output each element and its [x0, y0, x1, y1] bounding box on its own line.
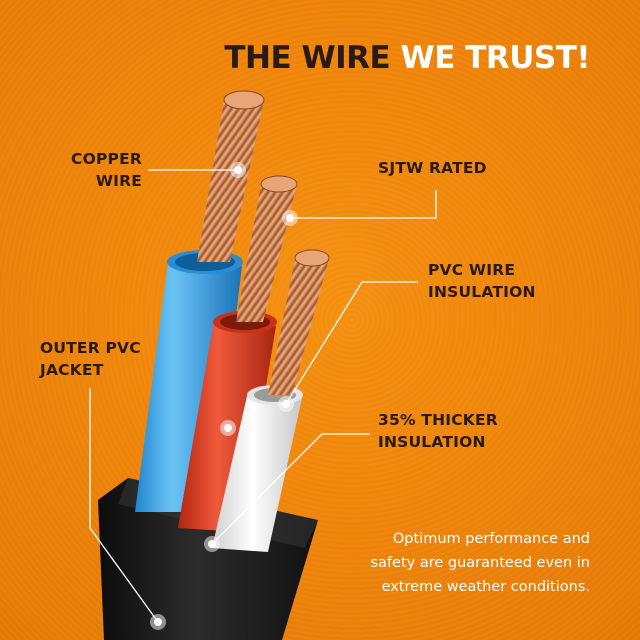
callout-pvc-wire-line2: INSULATION	[428, 283, 536, 301]
callout-pvc-wire-line1: PVC WIRE	[428, 261, 516, 279]
white-conductor	[212, 249, 330, 552]
leader-outer-jacket	[89, 388, 159, 623]
leader-sjtw	[290, 190, 437, 219]
callout-sjtw-rated: SJTW RATED	[378, 157, 487, 179]
callout-thicker-line1: 35% THICKER	[378, 411, 498, 429]
callout-copper-line1: COPPER	[71, 150, 142, 168]
callout-sjtw-line1: SJTW RATED	[378, 159, 487, 177]
performance-note: Optimum performance and safety are guara…	[330, 527, 591, 599]
callout-copper-line2: WIRE	[95, 172, 142, 190]
headline-part-dark: THE WIRE	[224, 40, 391, 76]
callout-copper-wire: COPPER WIRE	[71, 148, 142, 192]
leader-pvc-wire	[285, 281, 418, 405]
callout-pvc-wire-insulation: PVC WIRE INSULATION	[428, 259, 536, 303]
headline-part-accent: WE TRUST!	[400, 40, 591, 76]
leader-thicker	[211, 433, 370, 545]
marker-dots	[150, 162, 298, 630]
callout-thicker-insulation: 35% THICKER INSULATION	[378, 409, 498, 453]
callout-thicker-line2: INSULATION	[378, 433, 486, 451]
callout-outer-pvc-jacket: OUTER PVC JACKET	[40, 337, 141, 381]
note-line3: extreme weather conditions.	[381, 579, 590, 595]
note-line1: Optimum performance and	[392, 531, 590, 547]
note-line2: safety are guaranteed even in	[370, 555, 591, 571]
leader-lines	[89, 169, 437, 623]
callout-outer-line1: OUTER PVC	[40, 339, 141, 357]
headline: THE WIRE WE TRUST!	[224, 40, 590, 76]
callout-outer-line2: JACKET	[40, 361, 104, 379]
